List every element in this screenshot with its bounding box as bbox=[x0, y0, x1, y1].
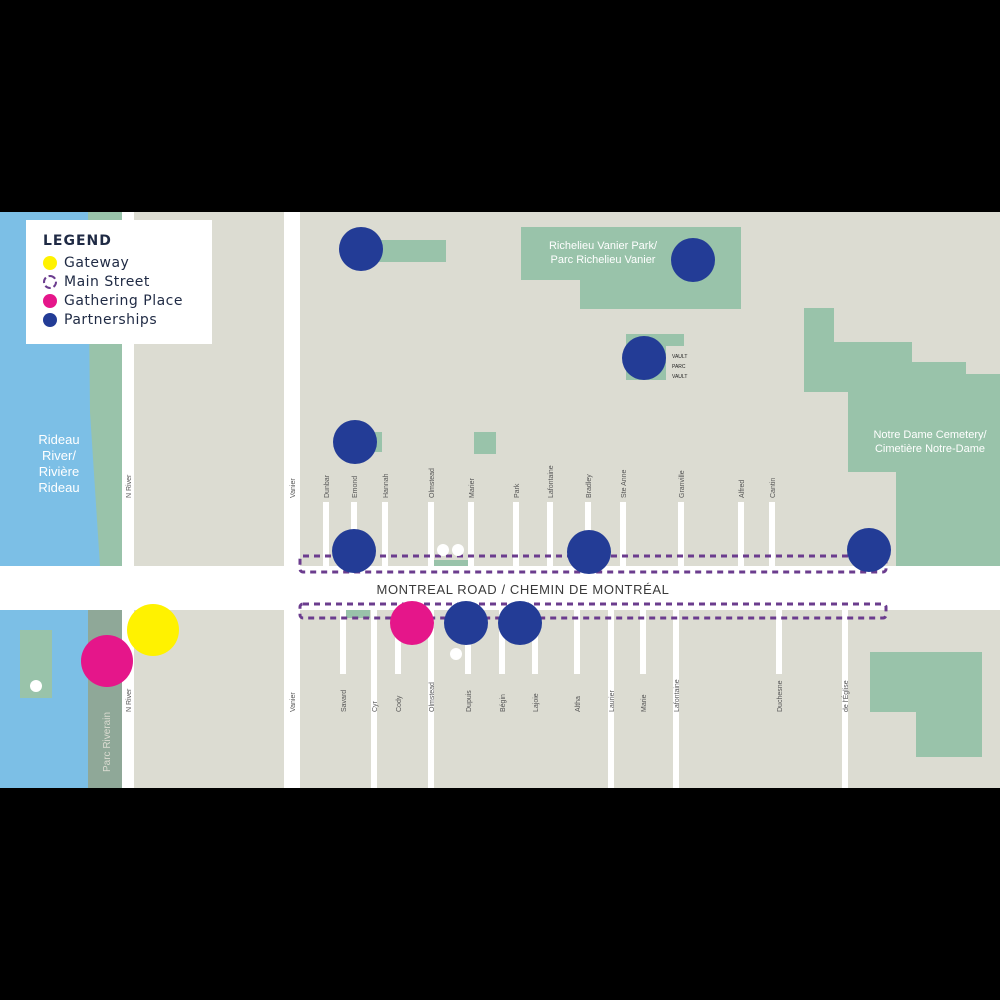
svg-text:Duchesne: Duchesne bbox=[777, 680, 784, 712]
partnership-marker[interactable] bbox=[339, 227, 383, 271]
svg-text:Granville: Granville bbox=[679, 470, 686, 498]
gathering-place-marker[interactable] bbox=[81, 635, 133, 687]
svg-text:Dunbar: Dunbar bbox=[324, 474, 331, 498]
svg-text:VAULT: VAULT bbox=[672, 354, 687, 360]
svg-text:Emond: Emond bbox=[352, 476, 359, 498]
cemetery-label: Notre Dame Cemetery/ Cimetière Notre-Dam… bbox=[873, 429, 987, 455]
svg-text:Lafontaine: Lafontaine bbox=[548, 465, 555, 498]
montreal-road-label: MONTREAL ROAD / CHEMIN DE MONTRÉAL bbox=[377, 582, 670, 597]
svg-text:Bégin: Bégin bbox=[500, 694, 507, 712]
partnerships-icon bbox=[43, 312, 57, 327]
svg-text:Rideau: Rideau bbox=[38, 480, 79, 495]
svg-text:Hannah: Hannah bbox=[383, 473, 390, 498]
legend-label: Main Street bbox=[64, 273, 150, 290]
gathering-place-marker[interactable] bbox=[390, 601, 434, 645]
legend-item-main-street: Main Street bbox=[43, 272, 212, 291]
river-label: Rideau River/ Rivière Rideau bbox=[38, 432, 79, 495]
park-richelieu-label: Richelieu Vanier Park/ Parc Richelieu Va… bbox=[549, 240, 658, 266]
svg-text:Vanier: Vanier bbox=[290, 478, 297, 498]
partnership-marker[interactable] bbox=[333, 420, 377, 464]
svg-text:Vanier: Vanier bbox=[290, 692, 297, 712]
svg-text:PARC: PARC bbox=[672, 364, 686, 370]
svg-text:Marier: Marier bbox=[469, 477, 476, 498]
partnership-marker[interactable] bbox=[332, 529, 376, 573]
partnership-marker[interactable] bbox=[847, 528, 891, 572]
svg-text:Cimetière Notre-Dame: Cimetière Notre-Dame bbox=[875, 443, 985, 455]
vault-label: VAULT PARC VAULT bbox=[672, 354, 687, 380]
svg-text:Dupuis: Dupuis bbox=[466, 690, 473, 712]
svg-text:Lajoie: Lajoie bbox=[533, 693, 540, 712]
svg-text:Ste Anne: Ste Anne bbox=[621, 469, 628, 498]
marker-dot bbox=[450, 648, 462, 660]
small-park bbox=[474, 432, 496, 454]
svg-text:Rideau: Rideau bbox=[38, 432, 79, 447]
gateway-marker[interactable] bbox=[127, 604, 179, 656]
north-street-labels: N River Vanier Dunbar Emond Hannah Olmst… bbox=[126, 465, 777, 498]
svg-text:Altha: Altha bbox=[575, 696, 582, 712]
legend-item-partnerships: Partnerships bbox=[43, 310, 212, 329]
gateway-icon bbox=[43, 255, 57, 270]
notre-dame-cemetery bbox=[804, 308, 1000, 566]
svg-text:de l'Église: de l'Église bbox=[841, 680, 850, 712]
partnership-marker[interactable] bbox=[444, 601, 488, 645]
partnership-marker[interactable] bbox=[567, 530, 611, 574]
svg-text:Cantin: Cantin bbox=[770, 478, 777, 498]
parc-riverain-label: Parc Riverain bbox=[102, 712, 113, 772]
legend-title: LEGEND bbox=[43, 233, 112, 249]
savard-park bbox=[346, 610, 370, 618]
svg-text:Olmstead: Olmstead bbox=[429, 468, 436, 498]
svg-text:Richelieu Vanier Park/: Richelieu Vanier Park/ bbox=[549, 240, 658, 252]
partnership-marker[interactable] bbox=[671, 238, 715, 282]
svg-text:River/: River/ bbox=[42, 448, 76, 463]
partnership-marker[interactable] bbox=[498, 601, 542, 645]
legend-label: Gathering Place bbox=[64, 292, 183, 309]
legend-item-gateway: Gateway bbox=[43, 253, 212, 272]
southeast-park bbox=[870, 652, 982, 757]
map-canvas: MONTREAL ROAD / CHEMIN DE MONTRÉAL Ridea… bbox=[0, 212, 1000, 788]
svg-text:Marie: Marie bbox=[641, 694, 648, 712]
legend-label: Gateway bbox=[64, 254, 130, 271]
marker-dot bbox=[437, 544, 449, 556]
olmstead-park bbox=[434, 560, 468, 566]
svg-text:Park: Park bbox=[514, 483, 521, 498]
north-park-block bbox=[370, 240, 446, 262]
svg-text:Notre Dame Cemetery/: Notre Dame Cemetery/ bbox=[873, 429, 987, 441]
svg-text:Laurier: Laurier bbox=[609, 690, 616, 712]
main-street-icon bbox=[43, 274, 57, 289]
vanier-parkway bbox=[284, 212, 300, 788]
legend: LEGEND Gateway Main Street Gathering Pla… bbox=[26, 220, 212, 344]
svg-text:Savard: Savard bbox=[341, 690, 348, 712]
svg-text:Cyr: Cyr bbox=[372, 700, 379, 712]
marker-dot bbox=[452, 544, 464, 556]
south-street-labels: N River Vanier Savard Cyr Cody Olmstead … bbox=[126, 679, 850, 712]
svg-text:N River: N River bbox=[126, 474, 133, 498]
svg-text:N River: N River bbox=[126, 688, 133, 712]
island-marker bbox=[30, 680, 42, 692]
legend-item-gathering-place: Gathering Place bbox=[43, 291, 212, 310]
svg-text:Lafontaine: Lafontaine bbox=[674, 679, 681, 712]
svg-text:Bradley: Bradley bbox=[586, 474, 593, 498]
svg-text:Parc Richelieu Vanier: Parc Richelieu Vanier bbox=[551, 254, 656, 266]
svg-text:VAULT: VAULT bbox=[672, 374, 687, 380]
legend-label: Partnerships bbox=[64, 311, 158, 328]
gathering-place-icon bbox=[43, 293, 57, 308]
svg-text:Cody: Cody bbox=[396, 695, 403, 712]
svg-text:Olmstead: Olmstead bbox=[429, 682, 436, 712]
svg-text:Alfred: Alfred bbox=[739, 480, 746, 498]
svg-text:Rivière: Rivière bbox=[39, 464, 79, 479]
partnership-marker[interactable] bbox=[622, 336, 666, 380]
